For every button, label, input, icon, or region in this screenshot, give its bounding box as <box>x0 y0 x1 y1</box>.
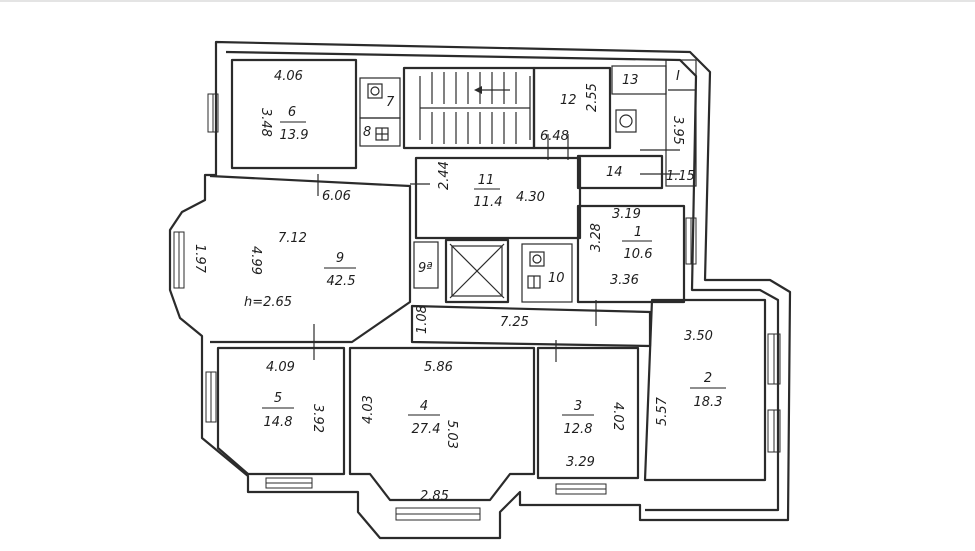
room-area-1: 10.6 <box>624 247 653 262</box>
interior-walls <box>209 58 767 502</box>
room-number-I: I <box>676 69 680 84</box>
room-area-5: 14.8 <box>264 415 293 430</box>
room-5: 5 14.8 <box>262 391 294 430</box>
room-number-8: 8 <box>363 125 371 140</box>
outer-walls <box>168 40 792 540</box>
dim-3-29: 3.29 <box>566 455 595 470</box>
dim-3-28: 3.28 <box>589 223 604 252</box>
room-6: 6 13.9 <box>280 105 309 143</box>
room-number-13: 13 <box>622 73 639 88</box>
dim-3-92: 3.92 <box>310 404 325 433</box>
dim-4-09: 4.09 <box>266 360 295 375</box>
windows <box>173 93 781 521</box>
dim-2-55: 2.55 <box>585 83 600 112</box>
dim-1-08: 1.08 <box>415 305 430 334</box>
dim-5-03: 5.03 <box>444 420 459 449</box>
room-area-6: 13.9 <box>280 128 309 143</box>
room-number-14: 14 <box>606 165 623 180</box>
dim-4-99: 4.99 <box>248 246 263 275</box>
room-number-1: 1 <box>634 225 642 240</box>
room-area-3: 12.8 <box>564 422 593 437</box>
room-number-5: 5 <box>274 391 282 406</box>
room-9: 9 42.5 <box>324 251 356 289</box>
dim-3-19: 3.19 <box>612 207 641 222</box>
room-number-12: 12 <box>560 93 577 108</box>
fixtures <box>367 83 637 289</box>
room-number-10: 10 <box>548 271 565 286</box>
room-number-11: 11 <box>478 173 495 188</box>
room-number-6: 6 <box>288 105 296 120</box>
dim-4-02: 4.02 <box>610 402 625 431</box>
room-11: 11 11.4 <box>474 173 503 210</box>
dim-5-57: 5.57 <box>655 396 670 426</box>
dim-3-36: 3.36 <box>610 273 639 288</box>
dim-3-95: 3.95 <box>670 116 685 145</box>
dim-5-86: 5.86 <box>424 360 453 375</box>
dim-4-03: 4.03 <box>361 395 376 424</box>
room-area-2: 18.3 <box>694 395 723 410</box>
dim-4-06: 4.06 <box>274 69 303 84</box>
room-2: 2 18.3 <box>690 371 726 410</box>
dim-6-48: 6.48 <box>540 129 569 144</box>
dim-4-30: 4.30 <box>516 190 545 205</box>
dim-6-06: 6.06 <box>322 189 351 204</box>
room-1: 1 10.6 <box>622 225 652 262</box>
dim-3-50: 3.50 <box>684 329 713 344</box>
dim-7-12: 7.12 <box>278 231 307 246</box>
dim-1-97: 1.97 <box>192 244 207 274</box>
dim-3-48: 3.48 <box>258 108 273 137</box>
room-number-9a: 9ª <box>418 261 432 276</box>
room-number-4: 4 <box>420 399 428 414</box>
room-number-3: 3 <box>574 399 582 414</box>
room-area-11: 11.4 <box>474 195 503 210</box>
room-number-7: 7 <box>386 95 395 110</box>
room-area-9: 42.5 <box>327 274 356 289</box>
staircase <box>419 72 531 144</box>
room-3: 3 12.8 <box>562 399 594 437</box>
room-number-9: 9 <box>336 251 344 266</box>
dimension-lines <box>313 89 696 362</box>
dimensions: 4.06 3.48 6.06 7.12 4.99 1.97 h=2.65 2.4… <box>192 69 713 504</box>
ceiling-height: h=2.65 <box>244 295 292 310</box>
dim-2-85: 2.85 <box>420 489 449 504</box>
dim-1-15: 1.15 <box>666 169 695 184</box>
dim-7-25: 7.25 <box>500 315 529 330</box>
room-4: 4 27.4 <box>408 399 440 437</box>
room-area-4: 27.4 <box>412 422 441 437</box>
room-number-2: 2 <box>704 371 712 386</box>
dim-2-44: 2.44 <box>437 161 452 190</box>
